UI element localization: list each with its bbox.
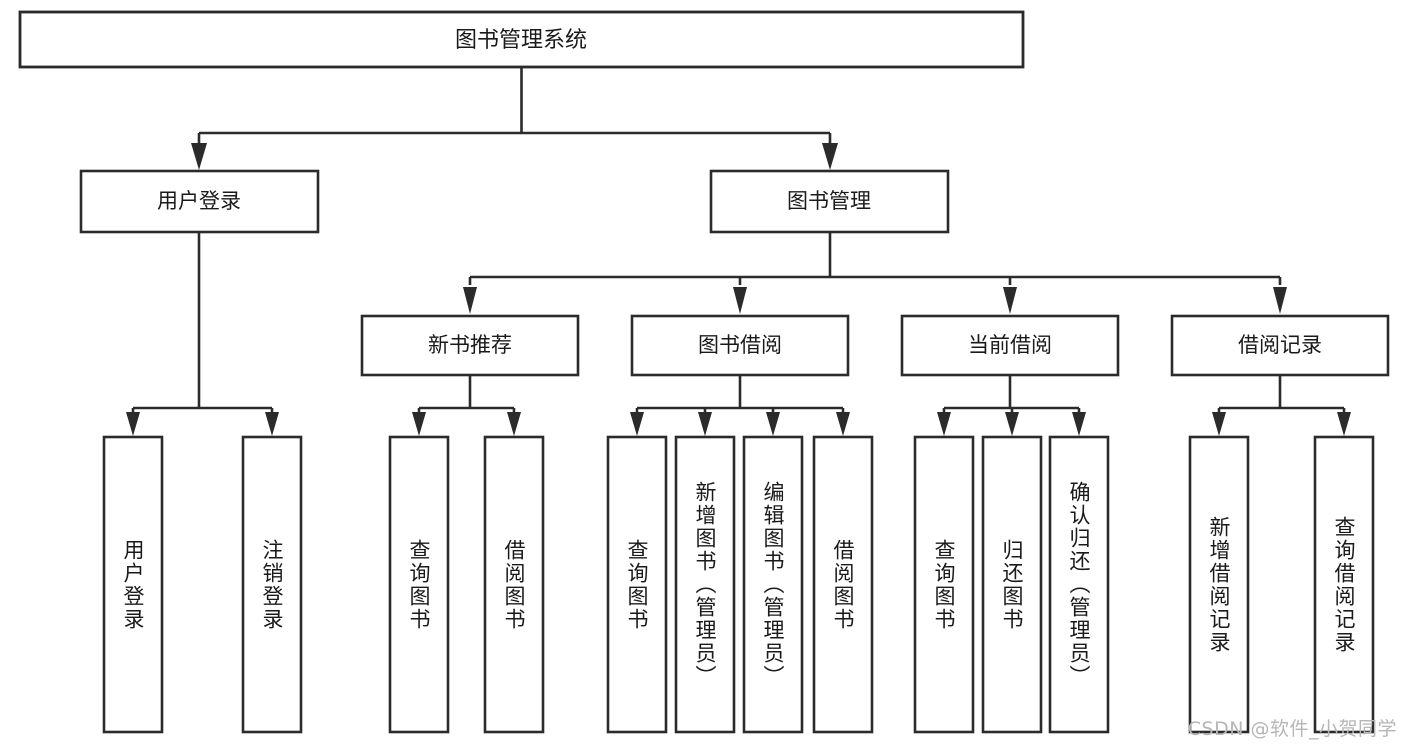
node-current-borrow-box[interactable] [900,314,1120,377]
arrowhead-leaf-query-book-rec [412,412,426,436]
node-root-label: 图书管理系统 [455,28,587,53]
arrowhead-leaf-edit-book-admin [766,412,780,436]
leaf-boxes [102,435,1375,734]
arrowhead-leaf-query-borrow-record [1337,412,1351,436]
leaf-box-edit-book-admin[interactable] [742,435,804,734]
arrowhead-user-login [191,143,207,170]
arrowhead-leaf-user-login [126,412,140,436]
arrowhead-leaf-add-borrow-record [1212,412,1226,436]
node-new-book-rec[interactable]: 新书推荐 [360,314,580,377]
leaf-box-query-book-rec[interactable] [388,435,450,734]
connectors-root-to-level2 [191,67,838,170]
connectors-book-borrow-to-leaves [630,375,850,436]
leaf-box-user-login[interactable] [102,435,164,734]
node-borrow-record-box[interactable] [1170,314,1390,377]
connectors-borrow-record-to-leaves [1212,375,1351,436]
arrowhead-book-borrow [733,287,747,314]
arrowhead-leaf-query-book-current [937,412,951,436]
arrowhead-leaf-return-book [1005,412,1019,436]
node-user-login-box[interactable] [79,169,320,234]
arrowhead-leaf-query-book-borrow [630,412,644,436]
node-book-borrow-label: 图书借阅 [698,333,782,357]
node-root-box[interactable] [18,10,1025,69]
connectors-new-book-rec-to-leaves [412,375,521,436]
leaf-box-return-book[interactable] [981,435,1043,734]
arrowhead-leaf-borrow-book [836,412,850,436]
node-new-book-rec-box[interactable] [360,314,580,377]
leaf-box-user-logout[interactable] [241,435,303,734]
connectors-book-manage-to-level3 [463,232,1287,314]
arrowhead-new-book-rec [463,287,477,314]
arrowhead-leaf-add-book-admin [698,412,712,436]
leaf-box-query-book-current[interactable] [913,435,975,734]
node-current-borrow[interactable]: 当前借阅 [900,314,1120,377]
arrowhead-borrow-record [1273,287,1287,314]
arrowhead-book-manage [822,143,838,170]
arrowhead-leaf-confirm-return-admin [1072,412,1086,436]
leaf-box-borrow-book[interactable] [812,435,874,734]
node-book-borrow-box[interactable] [630,314,850,377]
node-borrow-record[interactable]: 借阅记录 [1170,314,1390,377]
connectors-current-borrow-to-leaves [937,375,1086,436]
node-borrow-record-label: 借阅记录 [1238,333,1322,357]
arrowhead-current-borrow [1003,287,1017,314]
node-current-borrow-label: 当前借阅 [968,333,1052,357]
arrowhead-leaf-borrow-book-rec [507,412,521,436]
leaf-box-query-borrow-record[interactable] [1313,435,1375,734]
node-book-manage[interactable]: 图书管理 [709,169,950,234]
leaf-box-add-book-admin[interactable] [674,435,736,734]
leaf-box-add-borrow-record[interactable] [1188,435,1250,734]
node-user-login[interactable]: 用户登录 [79,169,320,234]
node-book-manage-label: 图书管理 [787,189,871,213]
node-root[interactable]: 图书管理系统 [18,10,1025,69]
leaf-box-confirm-return-admin[interactable] [1048,435,1110,734]
leaf-box-borrow-book-rec[interactable] [483,435,545,734]
node-user-login-label: 用户登录 [157,189,241,213]
connectors-user-login-to-leaves [126,232,279,436]
node-new-book-rec-label: 新书推荐 [428,333,512,357]
node-book-manage-box[interactable] [709,169,950,234]
node-book-borrow[interactable]: 图书借阅 [630,314,850,377]
leaf-box-query-book-borrow[interactable] [606,435,668,734]
arrowhead-leaf-user-logout [265,412,279,436]
